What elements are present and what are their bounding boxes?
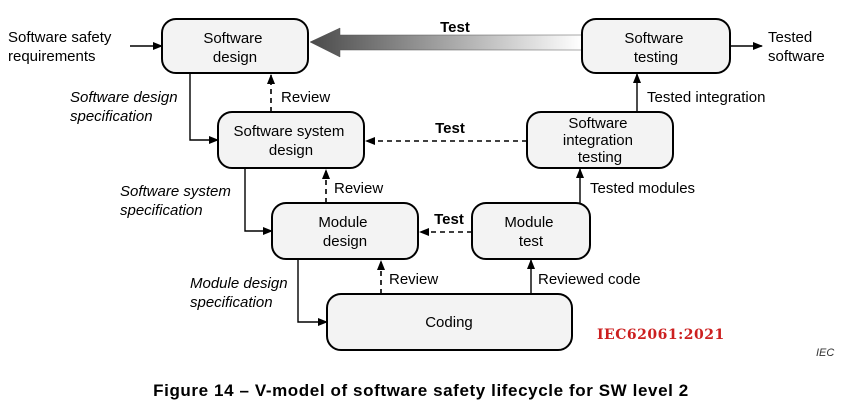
box-software-system-design: Software system design [217,111,365,169]
reviewed-code-label: Reviewed code [538,271,641,288]
flow-system-to-module [244,168,273,235]
svg-text:Module test: Module test [504,214,557,250]
review-label-2: Review [334,180,383,197]
review-label-1: Review [281,89,330,106]
svg-text:Software integration: Software integration testing [563,115,637,166]
input-requirements: Software safety requirements [8,29,116,65]
box-software-integration-testing: Software integration testing [526,111,674,169]
svg-text:Software design: Software design [203,30,266,66]
svg-text:Software testing: Software testing [624,30,687,66]
svg-text:Coding: Coding [425,314,473,331]
box-coding: Coding [326,293,573,351]
box-software-testing: Software testing [581,18,731,74]
tested-integration-label: Tested integration [647,89,765,106]
box-module-test: Module test [471,202,591,260]
svg-text:Module design: Module design [318,214,371,250]
review-label-3: Review [389,271,438,288]
flow-design-to-system [189,73,219,144]
flow-module-to-coding [297,259,328,326]
box-software-design: Software design [161,18,309,74]
spec-software-design: Software design specification [70,89,182,125]
figure-caption: Figure 14 – V-model of software safety l… [153,381,689,400]
iec-mark: IEC [816,347,834,359]
tested-modules-label: Tested modules [590,180,695,197]
spec-software-system: Software system specification [120,183,235,219]
iec-standard-stamp: IEC62061:2021 [597,327,725,343]
svg-text:Software system design: Software system design [233,123,348,159]
v-model-diagram: Test Software design Software testing So… [8,18,834,359]
test-label-top: Test [440,19,470,36]
box-module-design: Module design [271,202,419,260]
test-label-lower: Test [434,211,464,228]
test-label-middle: Test [435,120,465,137]
output-tested-software: Tested software [768,29,825,65]
spec-module-design: Module design specification [190,275,292,311]
